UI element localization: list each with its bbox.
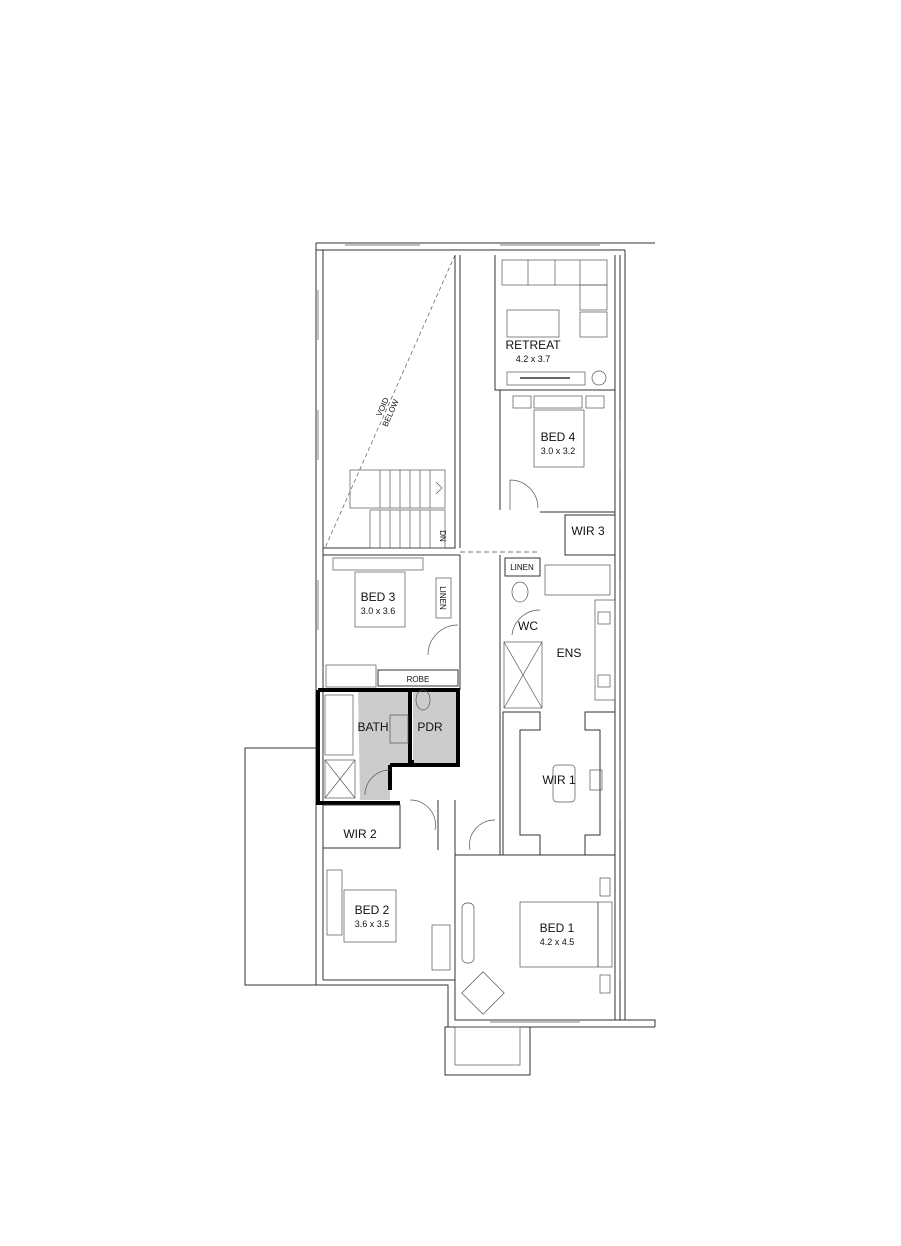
- wir2-label: WIR 2: [343, 827, 377, 841]
- retreat-label: RETREAT: [505, 338, 561, 352]
- bed1-label: BED 1: [540, 921, 575, 935]
- stair-dn-label: DN: [438, 530, 447, 542]
- retreat-size: 4.2 x 3.7: [516, 354, 551, 364]
- bed2-size: 3.6 x 3.5: [355, 919, 390, 929]
- bed1-room: [455, 854, 615, 1015]
- wc-label: WC: [518, 619, 538, 633]
- bed4-label: BED 4: [541, 430, 576, 444]
- bath-label: BATH: [357, 720, 388, 734]
- bed4-room: [499, 390, 616, 556]
- wir3-label: WIR 3: [571, 524, 605, 538]
- wet-area-fill: [358, 690, 458, 800]
- pdr-label: PDR: [417, 720, 443, 734]
- wir1-label: WIR 1: [542, 773, 576, 787]
- robe-label: ROBE: [407, 675, 430, 684]
- bed1-size: 4.2 x 4.5: [540, 937, 575, 947]
- exterior-walls: [244, 242, 656, 1076]
- bed3-label: BED 3: [361, 590, 396, 604]
- ens-label: ENS: [557, 646, 582, 660]
- linen-top-label: LINEN: [510, 563, 534, 572]
- retreat-room: [494, 255, 616, 391]
- bed4-size: 3.0 x 3.2: [541, 446, 576, 456]
- bed2-room: [323, 799, 496, 980]
- bath-pdr: [316, 688, 460, 805]
- bed3-room: [323, 554, 461, 690]
- bed2-label: BED 2: [355, 903, 390, 917]
- linen-bed3-label: LINEN: [438, 586, 447, 610]
- void-stair: [323, 254, 540, 553]
- bed3-size: 3.0 x 3.6: [361, 606, 396, 616]
